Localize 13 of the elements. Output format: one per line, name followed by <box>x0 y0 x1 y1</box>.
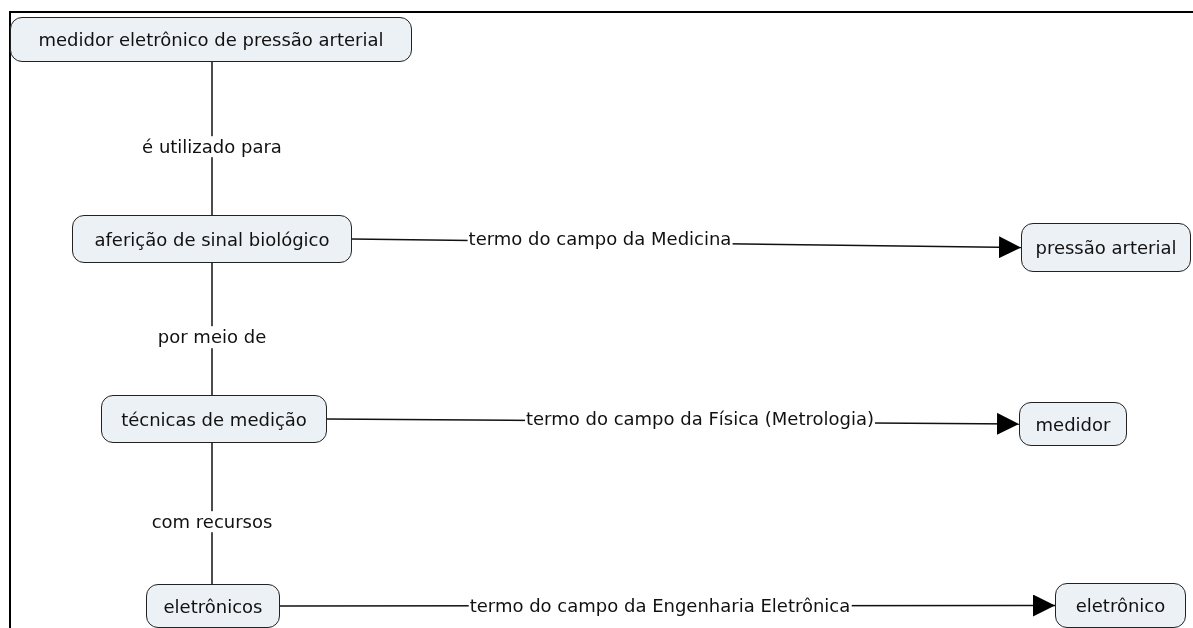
edge-label: é utilizado para <box>141 135 283 158</box>
edge-label: termo do campo da Física (Metrologia) <box>525 408 875 430</box>
edge-label: com recursos <box>150 510 274 533</box>
concept-box: medidor <box>1019 402 1127 446</box>
concept-box: pressão arterial <box>1021 223 1191 272</box>
concept-box: eletrônico <box>1055 583 1186 628</box>
edge-label: por meio de <box>156 326 268 348</box>
edge-label: termo do campo da Medicina <box>467 228 733 250</box>
edge-label: termo do campo da Engenharia Eletrônica <box>468 595 852 617</box>
concept-box: técnicas de medição <box>101 395 327 443</box>
concept-box: eletrônicos <box>146 584 280 628</box>
concept-box: aferição de sinal biológico <box>72 215 352 263</box>
concept-box: medidor eletrônico de pressão arterial <box>10 17 412 62</box>
